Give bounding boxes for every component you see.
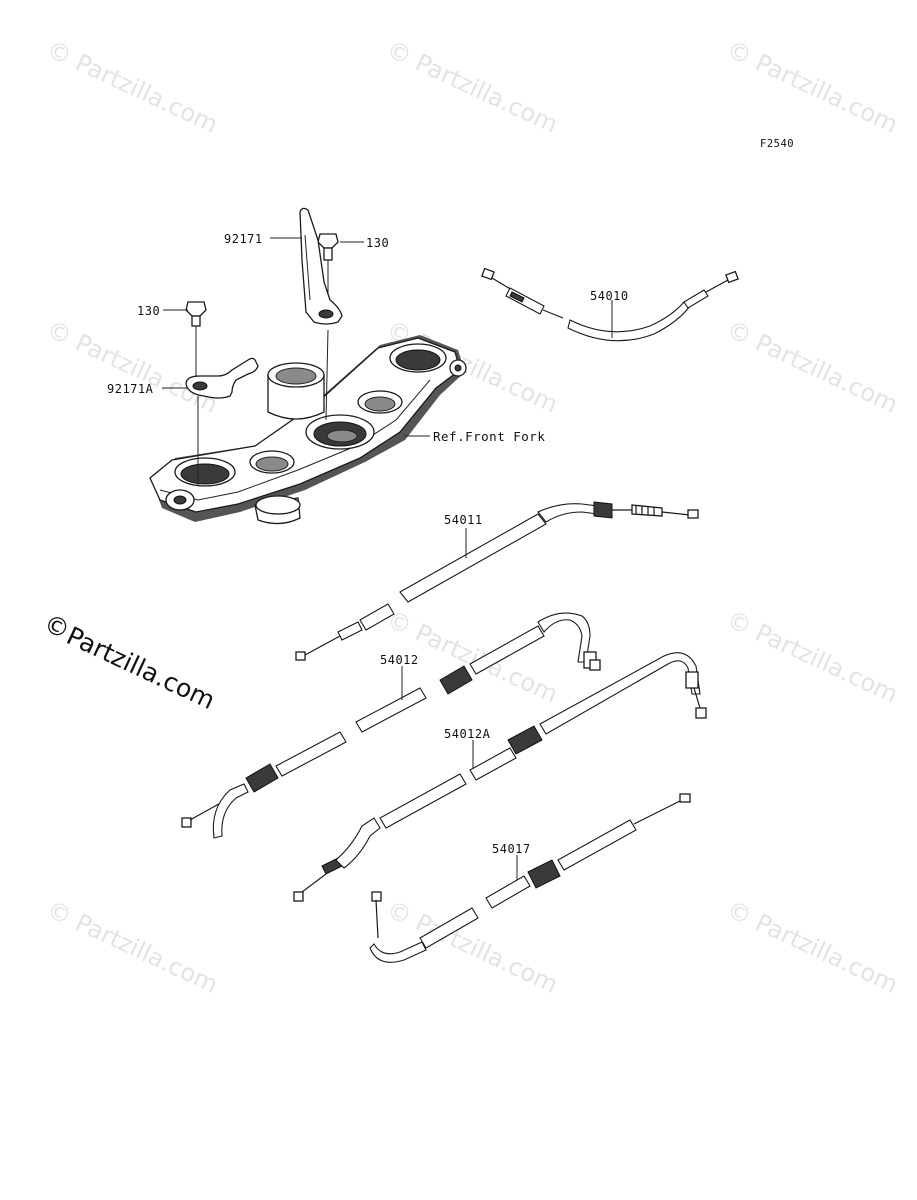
- cable-54012[interactable]: [181, 612, 601, 839]
- watermark: © Partzilla.com: [722, 35, 902, 139]
- watermark: © Partzilla.com: [42, 895, 222, 999]
- callout-bolt-top: 130: [366, 236, 389, 250]
- callout-cable-54012A: 54012A: [444, 727, 491, 741]
- callout-cable-54011: 54011: [444, 513, 483, 527]
- cable-54010[interactable]: [481, 267, 739, 342]
- cable-54011[interactable]: [295, 501, 699, 661]
- watermark: © Partzilla.com: [42, 315, 222, 419]
- holder-top[interactable]: [299, 207, 343, 325]
- leader-lines: [162, 237, 613, 880]
- watermark: © Partzilla.com: [42, 35, 222, 139]
- watermark: © Partzilla.com: [722, 605, 902, 709]
- cable-54017[interactable]: [369, 793, 691, 963]
- holder-left[interactable]: [185, 357, 259, 486]
- upper-bracket[interactable]: [149, 335, 467, 525]
- reference-front-fork: Ref.Front Fork: [433, 429, 545, 444]
- cable-54012A[interactable]: [293, 652, 707, 902]
- callout-cable-54012: 54012: [380, 653, 419, 667]
- callout-holder-left: 92171A: [107, 382, 154, 396]
- figure-code: F2540: [760, 138, 794, 150]
- watermark: © Partzilla.com: [382, 35, 562, 139]
- callout-holder-top: 92171: [224, 232, 263, 246]
- callout-bolt-left: 130: [137, 304, 160, 318]
- main-watermark-text: Partzilla.com: [62, 621, 219, 715]
- bolt-left[interactable]: [185, 301, 207, 378]
- watermark: © Partzilla.com: [722, 315, 902, 419]
- main-watermark: © Partzilla.com: [39, 608, 219, 715]
- callout-cable-54017: 54017: [492, 842, 531, 856]
- watermark: © Partzilla.com: [722, 895, 902, 999]
- callout-cable-54010: 54010: [590, 289, 629, 303]
